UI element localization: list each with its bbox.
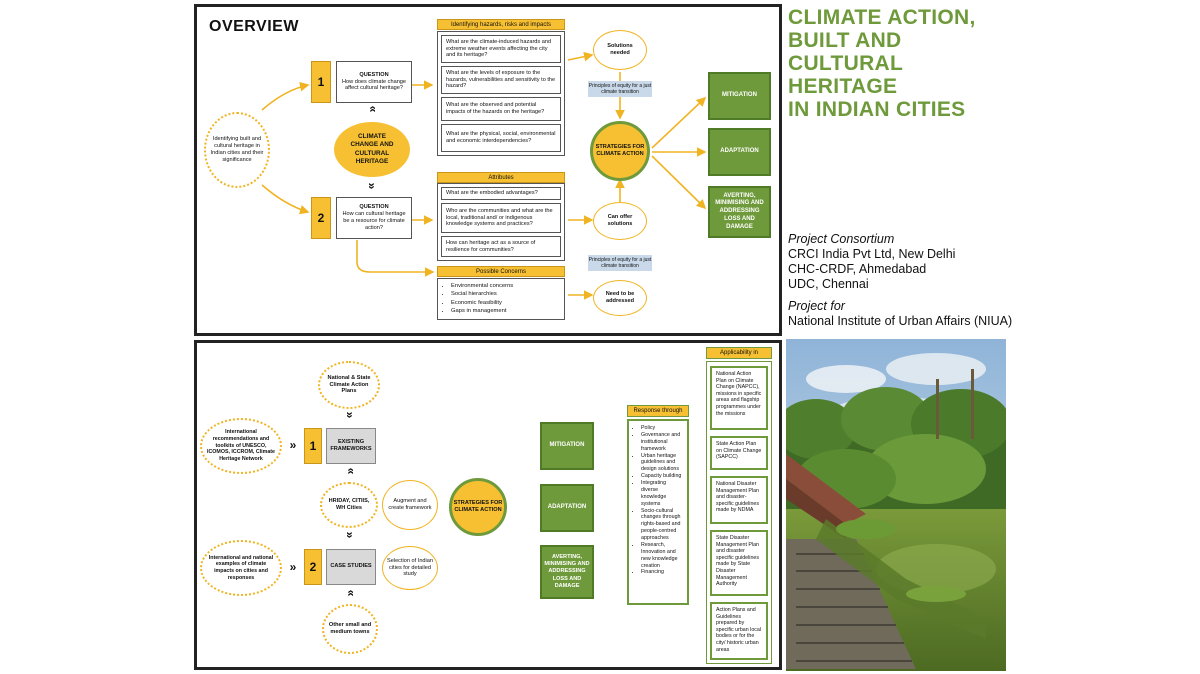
solutions-needed-oval: Solutions needed [593,30,647,70]
strategies-circle: STRATEGIES FOR CLIMATE ACTION [590,121,650,181]
international-examples-oval: International and national examples of c… [200,540,282,596]
identifying-heritage-oval: Identifying built and cultural heritage … [204,112,270,188]
adaptation-box: ADAPTATION [708,128,771,176]
response-item: Research, Innovation and new knowledge c… [641,542,684,570]
hazard-question: What are the climate-induced hazards and… [441,35,561,63]
attributes-header: Attributes [437,172,565,183]
applicability-item: National Action Plan on Climate Change (… [710,366,768,430]
concern-item: Economic feasibility [451,299,560,307]
selection-cities-oval: Selection of Indian cities for detailed … [382,546,438,590]
consortium-member: CHC-CRDF, Ahmedabad [788,262,927,276]
averting-box: AVERTING, MINIMISING AND ADDRESSING LOSS… [540,545,594,599]
hazard-question: What are the physical, social, environme… [441,124,561,152]
framework-1-number: 1 [304,428,322,464]
case-studies-box: CASE STUDIES [326,549,376,585]
equity-note-1: Principles of equity for a just climate … [588,81,652,97]
question-1-box: QUESTION How does climate change affect … [336,61,412,103]
chevron-up-icon: » [365,105,379,113]
international-recommendations-oval: International recommendations and toolki… [200,418,282,474]
question-1-text: How does climate change affect cultural … [341,78,407,92]
response-item: Integrating diverse knowledge systems [641,480,684,508]
equity-note-2: Principles of equity for a just climate … [588,255,652,271]
project-for-heading: Project for [788,299,845,313]
applicability-item: State Disaster Management Plan and disas… [710,530,768,596]
question-1-label: QUESTION [359,71,389,78]
chevron-down-icon: » [343,531,357,539]
question-2-box: QUESTION How can cultural heritage be a … [336,197,412,239]
attribute-question: How can heritage act as a source of resi… [441,236,561,257]
title-line: CLIMATE ACTION, [788,6,976,29]
adaptation-box: ADAPTATION [540,484,594,532]
response-list: Policy Governance and institutional fram… [627,419,689,605]
title-line: BUILT AND [788,29,902,52]
response-item: Capacity building [641,473,684,480]
applicability-item: State Action Plan on Climate Change (SAP… [710,436,768,470]
existing-frameworks-box: EXISTING FRAMEWORKS [326,428,376,464]
consortium-member: UDC, Chennai [788,277,869,291]
national-state-plans-oval: National & State Climate Action Plans [318,361,380,409]
project-title: CLIMATE ACTION, BUILT AND CULTURAL HERIT… [788,6,1018,121]
chevron-down-icon: » [365,182,379,190]
concerns-list: Environmental concerns Social hierarchie… [437,278,565,320]
concern-item: Gaps in management [451,307,560,315]
response-header: Response through [627,405,689,417]
question-1-number: 1 [311,61,331,103]
question-2-number: 2 [311,197,331,239]
overview-title: OVERVIEW [209,18,299,35]
can-offer-oval: Can offer solutions [593,202,647,240]
applicability-header: Applicability in [706,347,772,359]
title-line: CULTURAL HERITAGE [788,52,903,98]
mitigation-box: MITIGATION [708,72,771,120]
augment-framework-oval: Augment and create framework [382,480,438,530]
mitigation-box: MITIGATION [540,422,594,470]
chevron-right-icon: » [289,438,297,452]
response-item: Socio-cultural changes through rights-ba… [641,508,684,542]
small-medium-towns-oval: Other small and medium towns [322,604,378,654]
applicability-item: Action Plans and Guidelines prepared by … [710,602,768,660]
need-address-oval: Need to be addressed [593,280,647,316]
title-line: IN INDIAN CITIES [788,98,966,121]
hazard-question: What are the levels of exposure to the h… [441,66,561,94]
attribute-question: Who are the communities and what are the… [441,203,561,233]
concern-item: Social hierarchies [451,290,560,298]
chevron-up-icon: » [343,589,357,597]
response-item: Governance and institutional framework [641,432,684,453]
applicability-item: National Disaster Management Plan and di… [710,476,768,524]
heritage-step-well-photo [786,339,1006,671]
chevron-up-icon: » [343,467,357,475]
project-for-org: National Institute of Urban Affairs (NIU… [788,314,1013,328]
consortium-member: CRCI India Pvt Ltd, New Delhi [788,247,956,261]
response-item: Financing [641,569,684,576]
chevron-right-icon: » [289,560,297,574]
question-2-text: How can cultural heritage be a resource … [342,211,406,231]
attribute-question: What are the embodied advantages? [441,187,561,200]
framework-2-number: 2 [304,549,322,585]
concerns-header: Possible Concerns [437,266,565,277]
hriday-citiis-oval: HRIDAY, CITIIS, WH Cities [320,482,378,528]
concern-item: Environmental concerns [451,282,560,290]
climate-heritage-center: CLIMATE CHANGE AND CULTURAL HERITAGE [334,122,410,177]
consortium-heading: Project Consortium [788,232,895,246]
strategies-circle: STRATEGIES FOR CLIMATE ACTION [449,478,507,536]
response-item: Policy [641,425,684,432]
project-credits: Project Consortium CRCI India Pvt Ltd, N… [788,232,1018,329]
response-item: Urban heritage guidelines and design sol… [641,453,684,474]
averting-box: AVERTING, MINIMISING AND ADDRESSING LOSS… [708,186,771,238]
hazard-question: What are the observed and potential impa… [441,97,561,121]
hazards-header: Identifying hazards, risks and impacts [437,19,565,30]
chevron-down-icon: » [343,411,357,419]
question-2-label: QUESTION [359,204,389,211]
